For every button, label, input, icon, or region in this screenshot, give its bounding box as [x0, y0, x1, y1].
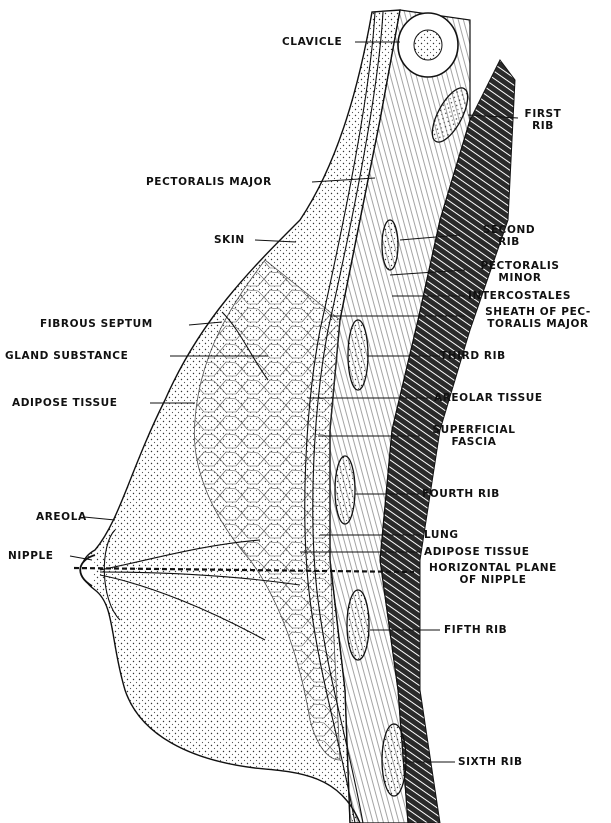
third-rib [348, 320, 368, 390]
label-sixth-rib: SIXTH RIB [458, 756, 523, 768]
label-superficial-fascia: SUPERFICIAL FASCIA [424, 424, 524, 448]
label-lung: LUNG [424, 529, 459, 541]
label-sheath-line2: TORALIS MAJOR [468, 318, 608, 330]
label-fourth-rib: FOURTH RIB [422, 488, 500, 500]
label-pectoralis-major: PECTORALIS MAJOR [146, 176, 272, 188]
label-fibrous-septum: FIBROUS SEPTUM [40, 318, 153, 330]
label-adipose-tissue-left: ADIPOSE TISSUE [12, 397, 118, 409]
label-pectoralis-minor: PECTORALIS MINOR [466, 260, 574, 284]
label-skin: SKIN [214, 234, 245, 246]
sixth-rib [382, 724, 406, 796]
label-third-rib: THIRD RIB [440, 350, 506, 362]
label-superficial-fascia-line2: FASCIA [424, 436, 524, 448]
label-sheath-of-pectoralis-major: SHEATH OF PEC- TORALIS MAJOR [468, 306, 608, 330]
label-horizontal-plane-line1: HORIZONTAL PLANE [418, 562, 568, 574]
label-fifth-rib: FIFTH RIB [444, 624, 507, 636]
second-rib [382, 220, 398, 270]
label-gland-substance: GLAND SUBSTANCE [5, 350, 128, 362]
fifth-rib [347, 590, 369, 660]
label-adipose-tissue-right: ADIPOSE TISSUE [424, 546, 530, 558]
label-second-rib-line1: SECOND [468, 224, 550, 236]
label-pectoralis-minor-line2: MINOR [466, 272, 574, 284]
label-second-rib-line2: RIB [468, 236, 550, 248]
label-clavicle: CLAVICLE [282, 36, 342, 48]
label-first-rib-line1: FIRST [518, 108, 568, 120]
label-nipple: NIPPLE [8, 550, 54, 562]
label-areolar-tissue: AREOLAR TISSUE [434, 392, 543, 404]
label-sheath-line1: SHEATH OF PEC- [468, 306, 608, 318]
label-pectoralis-minor-line1: PECTORALIS [466, 260, 574, 272]
label-second-rib: SECOND RIB [468, 224, 550, 248]
fourth-rib [335, 456, 355, 524]
label-intercostales: INTERCOSTALES [468, 290, 571, 302]
label-superficial-fascia-line1: SUPERFICIAL [424, 424, 524, 436]
label-areola: AREOLA [36, 511, 87, 523]
label-horizontal-plane-of-nipple: HORIZONTAL PLANE OF NIPPLE [418, 562, 568, 586]
label-first-rib-line2: RIB [518, 120, 568, 132]
label-first-rib: FIRST RIB [518, 108, 568, 132]
label-horizontal-plane-line2: OF NIPPLE [418, 574, 568, 586]
